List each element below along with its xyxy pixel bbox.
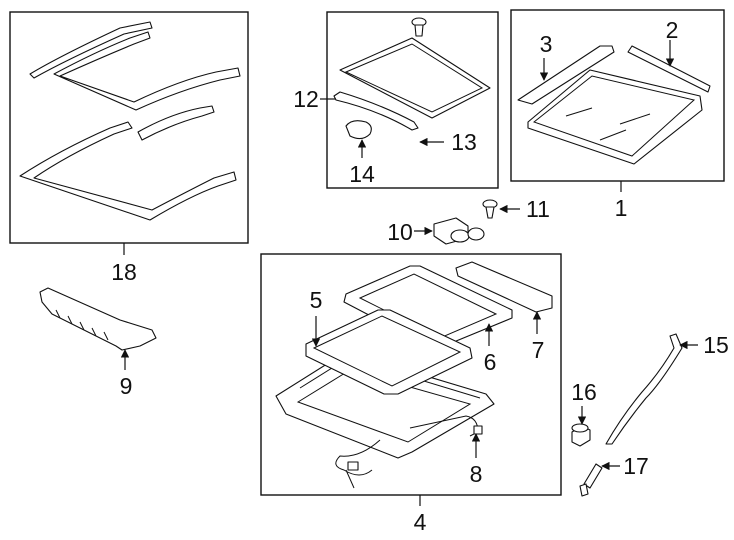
- sunshade-panel-icon: [339, 37, 491, 119]
- callout-14: 14: [349, 161, 375, 187]
- callout-10: 10: [387, 219, 413, 245]
- front-seal-icon: [517, 45, 615, 105]
- callout-17: 17: [623, 453, 649, 479]
- drain-seal-icon: [305, 309, 473, 395]
- callout-9: 9: [120, 373, 133, 399]
- screw-icon: [411, 17, 427, 37]
- group-18-weatherstrip-kit: 18: [9, 11, 249, 285]
- group-1-glass-assembly: 3 2 1: [510, 9, 725, 221]
- rear-seal-icon: [627, 45, 711, 93]
- callout-6: 6: [484, 349, 497, 375]
- glass-panel-icon: [527, 69, 703, 165]
- part-10-11: 10 11: [387, 196, 550, 245]
- callout-12: 12: [293, 86, 319, 112]
- shade-trim-strip-icon: [333, 91, 419, 131]
- callout-7: 7: [532, 337, 545, 363]
- callout-11: 11: [526, 196, 550, 222]
- sunshade-handle-icon: [345, 120, 372, 140]
- group-12-sunshade: 12 13 14: [293, 11, 499, 189]
- drain-connector-icon: [579, 463, 603, 497]
- box-4: [260, 253, 562, 496]
- callout-8: 8: [470, 461, 483, 487]
- part-16-17: 16 17: [571, 379, 649, 497]
- box-18: [9, 11, 249, 244]
- callout-4: 4: [414, 509, 427, 535]
- part-9: 9: [39, 287, 157, 399]
- box-1: [510, 9, 725, 182]
- callout-1: 1: [615, 195, 628, 221]
- callout-15: 15: [703, 332, 729, 358]
- callout-2: 2: [666, 17, 679, 43]
- weatherstrip-upper-icon: [29, 21, 241, 111]
- callout-3: 3: [540, 31, 553, 57]
- box-12: [326, 11, 499, 189]
- callout-18: 18: [111, 259, 137, 285]
- drain-valve-icon: [571, 423, 591, 447]
- wind-deflector-icon: [455, 261, 553, 313]
- drain-hose-icon: [605, 333, 683, 445]
- group-4-frame-assembly: 5 6 7 8 4: [260, 253, 562, 535]
- clip-icon: [482, 199, 498, 219]
- callout-5: 5: [310, 287, 323, 313]
- bumper-stop-icon: [433, 217, 485, 245]
- callout-13: 13: [451, 129, 477, 155]
- callout-16: 16: [571, 379, 597, 405]
- weatherstrip-lower-icon: [19, 105, 237, 221]
- front-rail-bracket-icon: [39, 287, 157, 351]
- part-15: 15: [605, 332, 729, 445]
